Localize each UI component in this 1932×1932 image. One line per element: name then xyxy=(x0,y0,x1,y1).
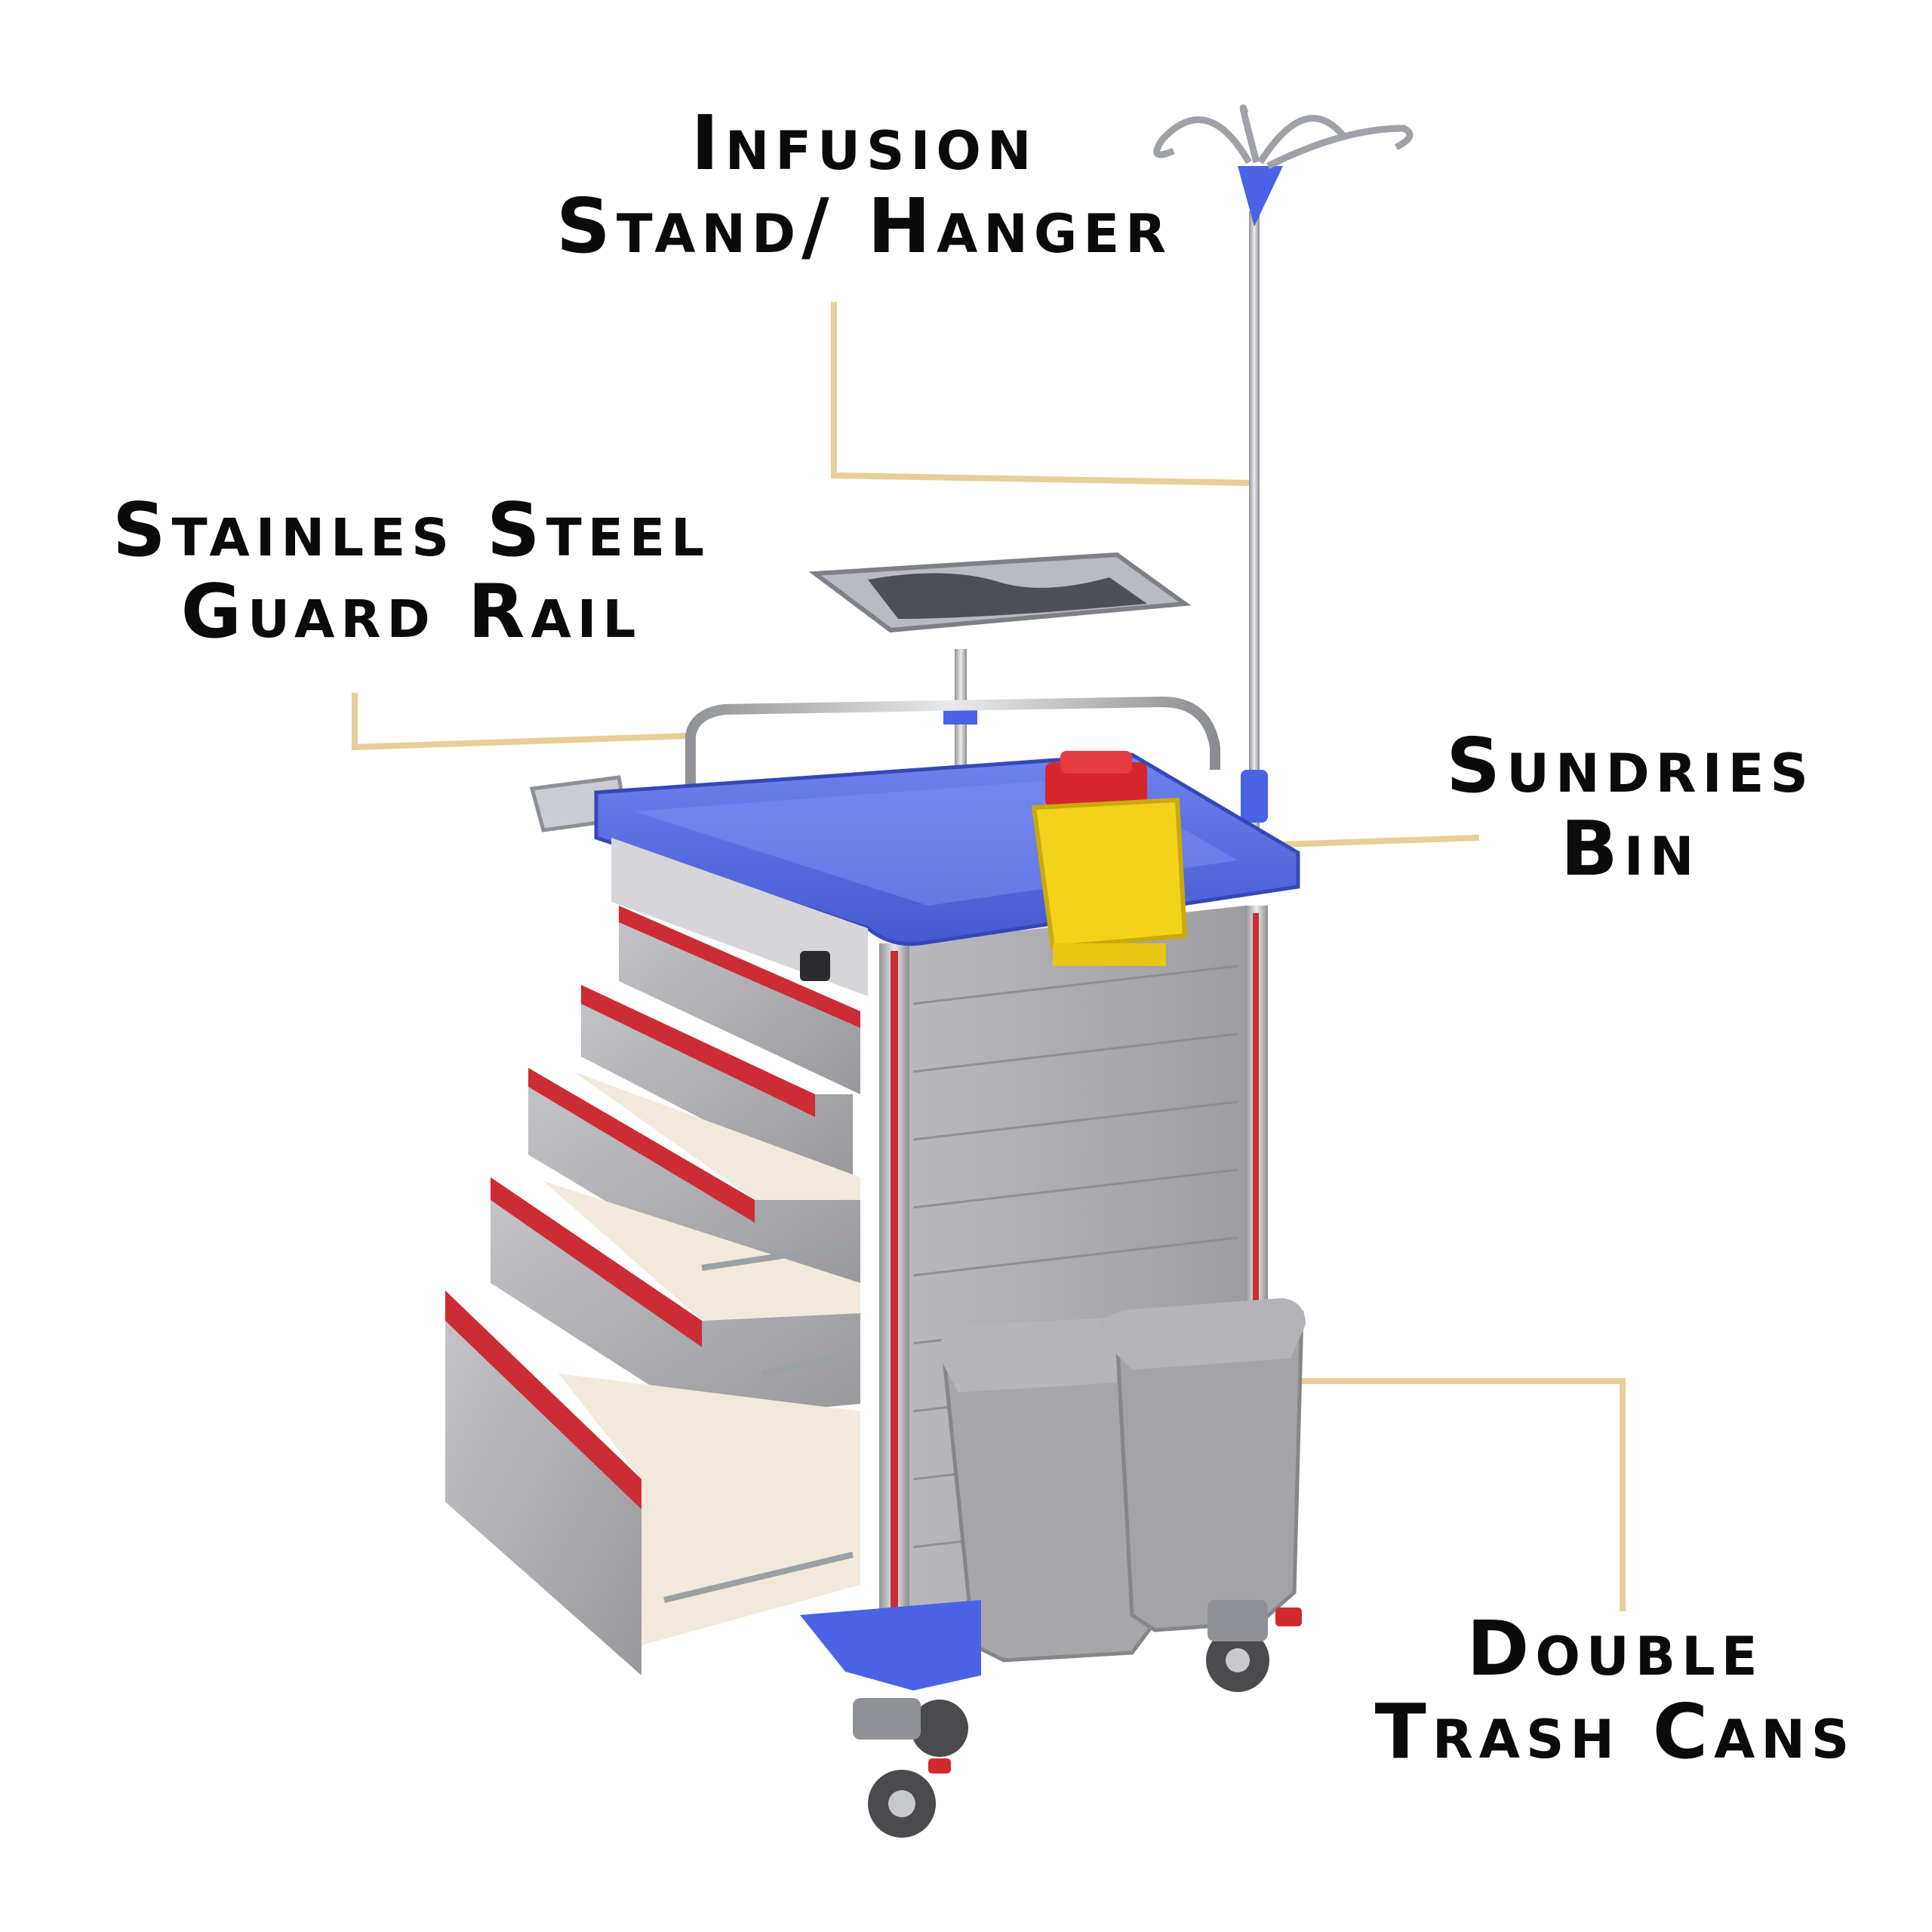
infusion-stand-label: Infusion Stand/ Hanger xyxy=(483,102,1245,268)
guard-rail-label-line2: Guard Rail xyxy=(180,568,642,655)
infusion-pole xyxy=(1153,104,1414,830)
sundries-label-line2: Bin xyxy=(1560,804,1700,893)
instrument-tray xyxy=(808,552,1192,770)
sundries-label-line1: Sundries xyxy=(1446,721,1814,810)
trash-label-line1: Double xyxy=(1466,1604,1764,1693)
infusion-label-line2: Stand/ Hanger xyxy=(555,182,1173,270)
leader-trash xyxy=(1298,1378,1626,1611)
guard-rail-label: Stainles Steel Guard Rail xyxy=(0,488,823,655)
sundries-bin-label: Sundries Bin xyxy=(1351,724,1909,891)
leader-infusion xyxy=(831,302,1254,486)
leader-lines xyxy=(352,302,1626,1611)
sundries-bin xyxy=(1031,751,1188,966)
leader-rail xyxy=(352,693,691,751)
trash-cans-label: Double Trash Cans xyxy=(1298,1607,1932,1774)
trash-label-line2: Trash Cans xyxy=(1374,1687,1856,1776)
trash-cans xyxy=(936,1298,1306,1663)
base-and-wheels xyxy=(800,1600,1302,1838)
infusion-label-line1: Infusion xyxy=(691,99,1038,187)
guard-rail-label-line1: Stainles Steel xyxy=(112,488,710,574)
guard-rail xyxy=(685,696,1220,785)
drawers xyxy=(445,906,860,1675)
